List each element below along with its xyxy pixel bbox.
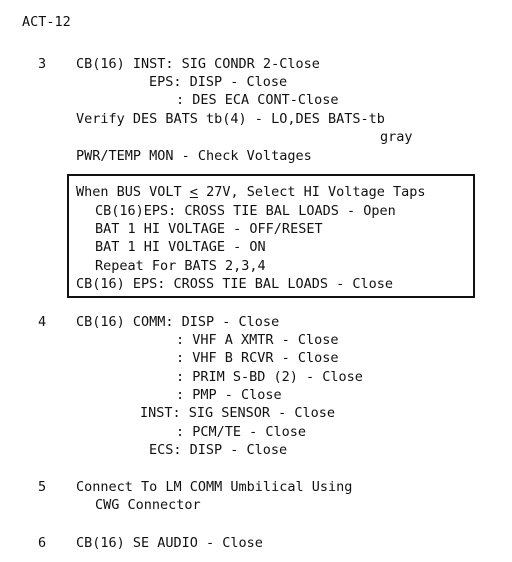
step-line: : VHF A XMTR - Close — [176, 332, 339, 348]
box-condition-suffix: 27V, Select HI Voltage Taps — [197, 184, 426, 200]
step-line: : PMP - Close — [176, 387, 282, 403]
step-line: gray — [380, 129, 413, 145]
box-condition: When BUS VOLT < 27V, Select HI Voltage T… — [76, 184, 426, 200]
step-line: ECS: DISP - Close — [149, 442, 288, 458]
step-line: INST: SIG SENSOR - Close — [140, 405, 336, 421]
step-line: CB(16) INST: SIG CONDR 2-Close — [76, 56, 320, 72]
page-id: ACT-12 — [22, 14, 71, 30]
step-line: Verify DES BATS tb(4) - LO,DES BATS-tb — [76, 111, 385, 127]
box-line: BAT 1 HI VOLTAGE - OFF/RESET — [95, 221, 323, 237]
step-number: 5 — [38, 479, 47, 495]
step-line: : PCM/TE - Close — [176, 424, 307, 440]
step-number: 6 — [38, 535, 47, 551]
step-line: PWR/TEMP MON - Check Voltages — [76, 148, 312, 164]
step-line: CB(16) SE AUDIO - Close — [76, 535, 263, 551]
box-line: CB(16)EPS: CROSS TIE BAL LOADS - Open — [95, 203, 396, 219]
conditional-box — [67, 174, 475, 298]
box-condition-prefix: When BUS VOLT — [76, 184, 190, 200]
step-line: CWG Connector — [95, 497, 201, 513]
step-line: CB(16) COMM: DISP - Close — [76, 314, 280, 330]
step-number: 4 — [38, 314, 47, 330]
step-line: : PRIM S-BD (2) - Close — [176, 369, 363, 385]
step-line: EPS: DISP - Close — [149, 74, 288, 90]
step-line: : VHF B RCVR - Close — [176, 350, 339, 366]
box-line: Repeat For BATS 2,3,4 — [95, 258, 266, 274]
box-line: BAT 1 HI VOLTAGE - ON — [95, 239, 266, 255]
step-line: Connect To LM COMM Umbilical Using — [76, 479, 353, 495]
box-line: CB(16) EPS: CROSS TIE BAL LOADS - Close — [76, 276, 393, 292]
step-line: : DES ECA CONT-Close — [176, 92, 339, 108]
step-number: 3 — [38, 56, 47, 72]
less-equal-symbol: < — [189, 184, 198, 200]
